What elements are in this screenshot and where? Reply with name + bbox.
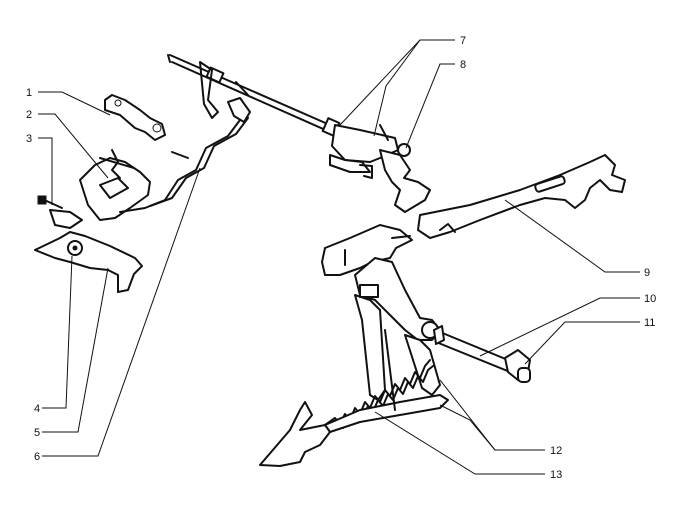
callout-1: 1 [26, 87, 32, 99]
callout-2: 2 [26, 109, 32, 121]
clip-11 [504, 349, 531, 383]
spring-bracket-2 [79, 149, 151, 221]
link-arms-12 [324, 329, 449, 433]
pin-3 [37, 195, 63, 209]
base-foot [259, 401, 331, 467]
callout-5: 5 [34, 427, 40, 439]
central-frame [321, 224, 441, 401]
callout-9: 9 [644, 267, 650, 279]
callout-11: 11 [644, 317, 655, 329]
long-lever-9 [417, 154, 626, 239]
shift-fork-7 [329, 124, 431, 213]
selector-lever-5 [34, 209, 143, 293]
callout-3: 3 [26, 133, 32, 145]
callout-7: 7 [460, 35, 466, 47]
callout-6: 6 [34, 451, 40, 463]
callout-labels: 1 2 3 4 5 6 7 8 9 10 11 12 13 [26, 35, 656, 481]
selector-shaft [167, 54, 341, 137]
upper-bracket-1 [104, 94, 166, 141]
callout-8: 8 [460, 59, 466, 71]
callout-4: 4 [34, 403, 40, 415]
callout-10: 10 [644, 293, 656, 305]
linkage-rod-6 [119, 97, 251, 213]
leader-lines [38, 39, 640, 475]
callout-12: 12 [550, 445, 562, 457]
callout-13: 13 [550, 469, 562, 481]
